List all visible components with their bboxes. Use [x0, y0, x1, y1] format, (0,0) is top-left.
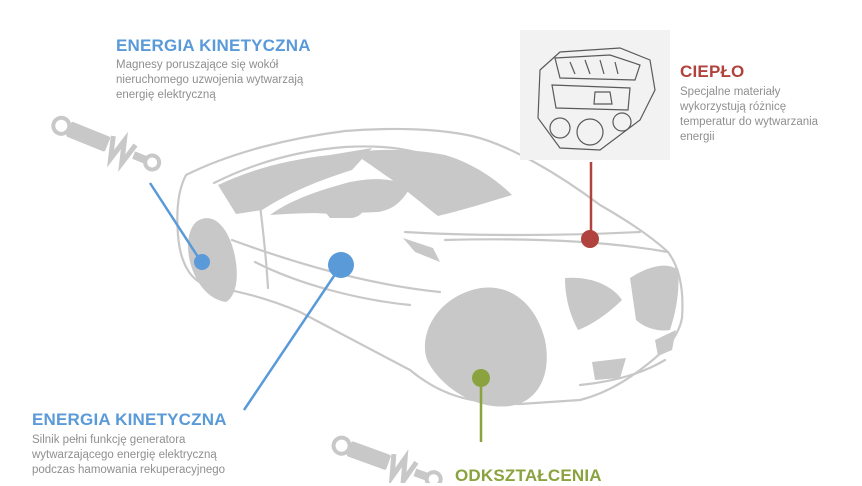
heat-marker: [581, 230, 599, 248]
kinetic-bottom-marker: [328, 252, 354, 278]
grille: [630, 265, 679, 331]
description-line: energię elektryczną: [116, 89, 216, 101]
description-line: wykorzystują różnicę: [680, 101, 787, 113]
description-line: Specjalne materiały: [680, 86, 781, 98]
deformation-marker: [472, 369, 490, 387]
side-vent: [403, 238, 440, 262]
description-line: podczas hamowania rekuperacyjnego: [32, 464, 226, 476]
kinetic-energy-description-bottom: Silnik pełni funkcję generatora wytwarza…: [32, 433, 272, 478]
side-mirror: [322, 200, 363, 218]
kinetic-top-connector: [148, 182, 210, 270]
windshield: [352, 149, 512, 216]
heat-title: CIEPŁO: [680, 62, 745, 81]
rear-wheel: [188, 218, 237, 302]
description-line: Magnesy poruszające się wokół: [116, 59, 279, 71]
description-line: Silnik pełni funkcję generatora: [32, 434, 186, 446]
engine-illustration: [520, 30, 670, 160]
car-wheels: [188, 218, 547, 407]
description-line: energii: [680, 131, 715, 143]
description-line: temperatur do wytwarzania: [680, 116, 819, 128]
shock-absorber-icon: [51, 115, 162, 172]
heat-connector: [581, 162, 599, 248]
shock-absorber-icon: [331, 435, 443, 483]
description-line: wytwarzającego energię elektryczną: [32, 449, 217, 461]
side-window: [270, 179, 410, 215]
kinetic-energy-title-bottom: ENERGIA KINETYCZNA: [32, 410, 227, 429]
kinetic-top-marker: [194, 254, 210, 270]
description-line: nieruchomego uzwojenia wytwarzają: [116, 74, 304, 86]
car-windows: [218, 148, 679, 380]
deformation-title: ODKSZTAŁCENIA: [455, 466, 602, 485]
heat-description: Specjalne materiały wykorzystują różnicę…: [680, 85, 830, 145]
kinetic-energy-title-top: ENERGIA KINETYCZNA: [116, 36, 311, 55]
kinetic-energy-description-top: Magnesy poruszające się wokół nieruchome…: [116, 58, 346, 103]
headlight: [565, 277, 622, 330]
deformation-connector: [472, 369, 490, 442]
rear-window: [218, 148, 372, 214]
fog-light: [592, 358, 626, 380]
front-wheel: [424, 287, 547, 407]
kinetic-bottom-connector: [242, 252, 354, 411]
lower-intake: [655, 330, 676, 356]
